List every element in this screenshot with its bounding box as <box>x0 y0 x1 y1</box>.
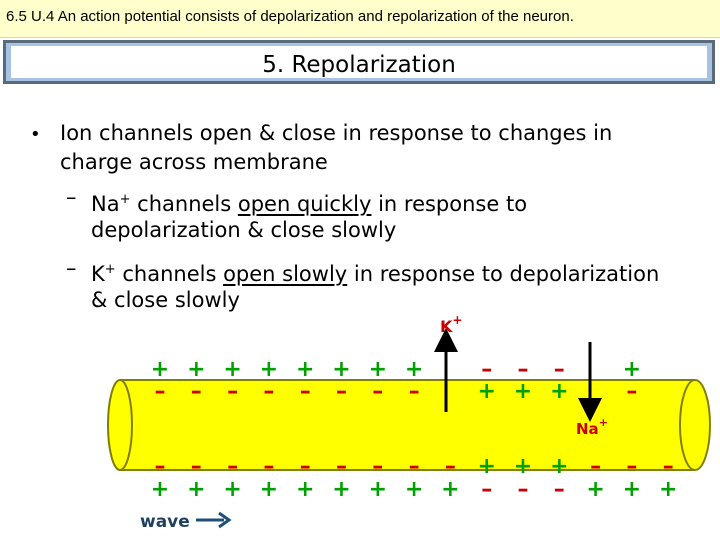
slide-title-inner: 5. Repolarization <box>11 46 707 78</box>
plus-charge-bottom_outer-0: + <box>151 477 169 502</box>
minus-charge-bottom_inner-1: – <box>191 454 202 479</box>
minus-charge-top_inner-5: – <box>336 379 347 404</box>
plus-charge-bottom_outer-13: + <box>623 477 641 502</box>
minus-charge-bottom_inner-12: – <box>590 454 601 479</box>
plus-charge-bottom_outer-14: + <box>659 477 677 502</box>
plus-charge-bottom_inner-10: + <box>514 454 532 479</box>
topic-banner-text: 6.5 U.4 An action potential consists of … <box>6 8 574 25</box>
minus-charge-top_inner-2: – <box>227 379 238 404</box>
minus-charge-top_inner-13: – <box>626 379 637 404</box>
na-underlined: open quickly <box>237 192 372 216</box>
plus-charge-top_outer-1: + <box>187 357 205 382</box>
minus-charge-bottom_outer-11: – <box>554 477 565 502</box>
plus-charge-bottom_outer-2: + <box>223 477 241 502</box>
plus-charge-top_inner-9: + <box>477 379 495 404</box>
k-superscript: + <box>104 262 116 277</box>
plus-charge-bottom_outer-5: + <box>332 477 350 502</box>
k-bullet-line2: & close slowly <box>91 288 240 312</box>
plus-charge-bottom_outer-8: + <box>441 477 459 502</box>
bullet-dot-icon: • <box>30 124 41 145</box>
k-post: in response to depolarization <box>347 262 660 286</box>
minus-charge-top_outer-10: – <box>518 357 529 382</box>
plus-charge-bottom_outer-6: + <box>369 477 387 502</box>
plus-charge-top_outer-0: + <box>151 357 169 382</box>
plus-charge-bottom_outer-12: + <box>586 477 604 502</box>
na-superscript: + <box>119 192 131 207</box>
minus-charge-bottom_inner-0: – <box>155 454 166 479</box>
minus-charge-bottom_inner-6: – <box>372 454 383 479</box>
wave-arrowhead-icon <box>218 511 232 529</box>
minus-charge-bottom_inner-7: – <box>409 454 420 479</box>
wave-label: wave <box>140 512 190 532</box>
sub-bullet-dash-na: – <box>66 185 77 209</box>
na-bullet-line2: depolarization & close slowly <box>91 218 397 242</box>
minus-charge-top_outer-9: – <box>481 357 492 382</box>
minus-charge-top_inner-1: – <box>191 379 202 404</box>
k-pre: channels <box>115 262 224 286</box>
minus-charge-top_outer-11: – <box>554 357 565 382</box>
minus-charge-bottom_inner-3: – <box>263 454 274 479</box>
k-bullet-line1: K+ channels open slowly in response to d… <box>91 254 659 290</box>
plus-charge-bottom_outer-7: + <box>405 477 423 502</box>
na-pre: channels <box>130 192 238 216</box>
minus-charge-top_inner-4: – <box>300 379 311 404</box>
minus-charge-bottom_outer-9: – <box>481 477 492 502</box>
slide-title: 5. Repolarization <box>262 52 456 78</box>
plus-charge-top_outer-7: + <box>405 357 423 382</box>
minus-charge-bottom_inner-13: – <box>626 454 637 479</box>
plus-charge-top_inner-10: + <box>514 379 532 404</box>
k-ion-label: K+ <box>440 313 462 336</box>
axon-left-end <box>107 379 133 471</box>
axon-right-end <box>679 379 711 471</box>
minus-charge-bottom_inner-8: – <box>445 454 456 479</box>
minus-charge-bottom_inner-4: – <box>300 454 311 479</box>
na-post: in response to <box>371 192 528 216</box>
minus-charge-bottom_outer-10: – <box>518 477 529 502</box>
membrane-charges: ++++++++–––+––––––––+++––––––––––+++–––+… <box>151 357 678 502</box>
plus-charge-bottom_inner-9: + <box>477 454 495 479</box>
plus-charge-top_inner-11: + <box>550 379 568 404</box>
plus-charge-bottom_inner-11: + <box>550 454 568 479</box>
topic-banner: 6.5 U.4 An action potential consists of … <box>0 0 720 38</box>
na-bullet-line1: Na+ channels open quickly in response to <box>91 184 527 220</box>
na-ion-label: Na+ <box>576 416 608 438</box>
k-underlined: open slowly <box>223 262 348 286</box>
minus-charge-bottom_inner-14: – <box>663 454 674 479</box>
main-bullet-line1: Ion channels open & close in response to… <box>60 121 613 145</box>
plus-charge-bottom_outer-3: + <box>260 477 278 502</box>
plus-charge-top_outer-13: + <box>623 357 641 382</box>
plus-charge-top_outer-3: + <box>260 357 278 382</box>
minus-charge-bottom_inner-5: – <box>336 454 347 479</box>
minus-charge-top_inner-7: – <box>409 379 420 404</box>
main-bullet-line2: charge across membrane <box>60 150 328 174</box>
plus-charge-top_outer-6: + <box>369 357 387 382</box>
plus-charge-bottom_outer-1: + <box>187 477 205 502</box>
minus-charge-top_inner-3: – <box>263 379 274 404</box>
minus-charge-bottom_inner-2: – <box>227 454 238 479</box>
plus-charge-top_outer-5: + <box>332 357 350 382</box>
plus-charge-top_outer-4: + <box>296 357 314 382</box>
slide-title-box: 5. Repolarization <box>3 40 715 84</box>
minus-charge-top_inner-6: – <box>372 379 383 404</box>
sub-bullet-dash-k: – <box>66 256 77 280</box>
k-ion: K <box>91 262 105 286</box>
plus-charge-bottom_outer-4: + <box>296 477 314 502</box>
minus-charge-top_inner-0: – <box>155 379 166 404</box>
plus-charge-top_outer-2: + <box>223 357 241 382</box>
axon-body <box>120 380 695 470</box>
na-ion: Na <box>91 192 120 216</box>
